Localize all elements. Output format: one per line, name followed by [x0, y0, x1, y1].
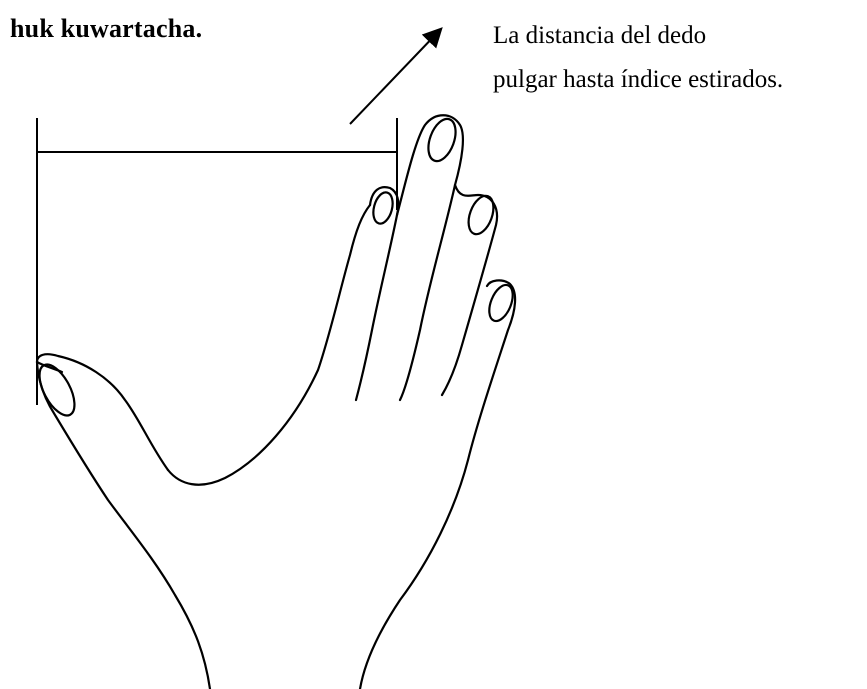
pointer-arrow	[349, 27, 443, 125]
caption-line-1: La distancia del dedo	[493, 22, 707, 49]
measurement-caption: La distancia del dedo pulgar hasta índic…	[493, 14, 783, 102]
hand-outline	[35, 114, 517, 689]
span-measurement-bracket	[36, 118, 398, 405]
term-label: huk kuwartacha.	[10, 14, 203, 43]
caption-line-2: pulgar hasta índice estirados.	[493, 66, 784, 93]
